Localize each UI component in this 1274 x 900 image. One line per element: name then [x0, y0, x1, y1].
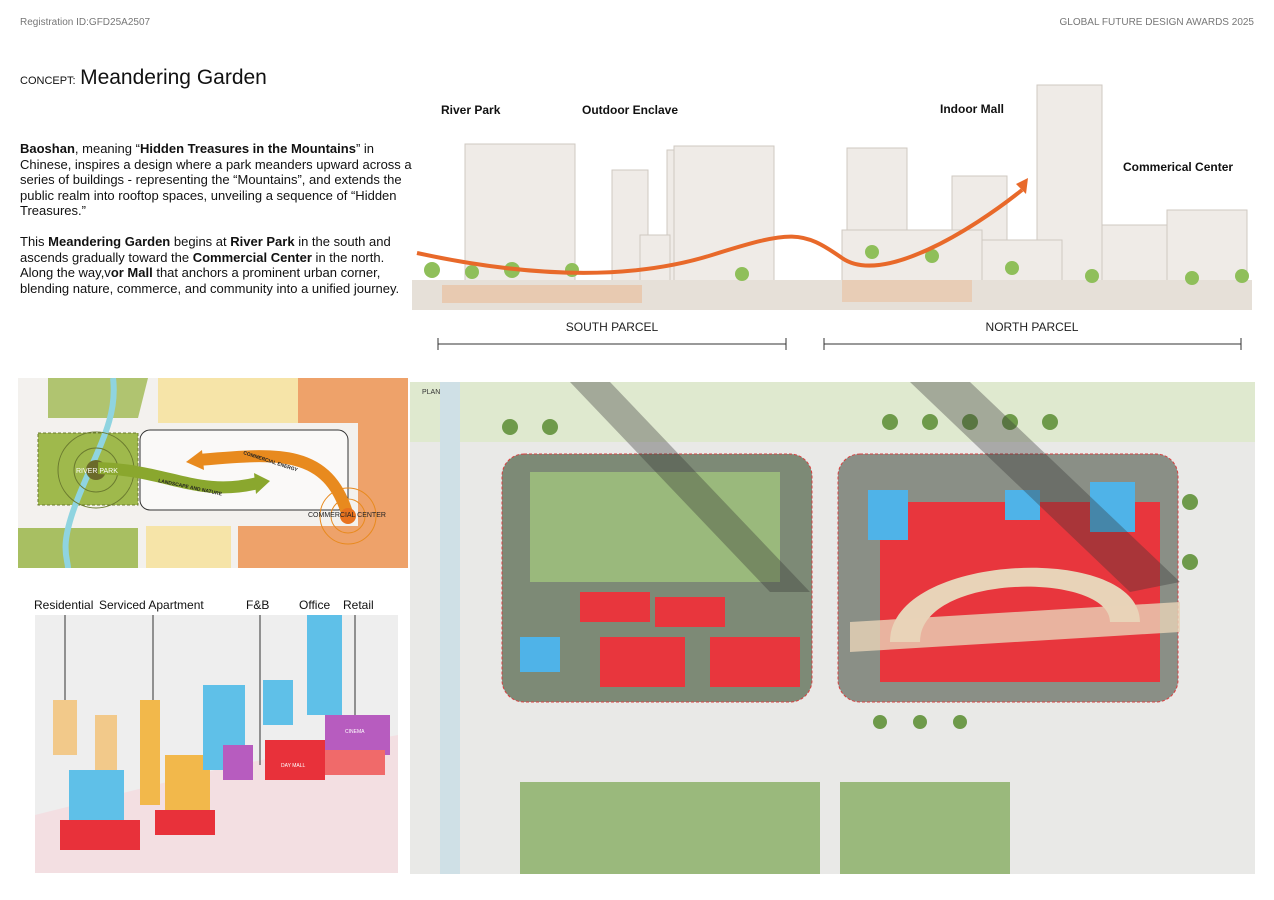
program-axonometric: DAY MALL CINEMA — [35, 615, 398, 873]
meander-arrowhead — [1016, 178, 1028, 194]
award-title: GLOBAL FUTURE DESIGN AWARDS 2025 — [1059, 17, 1255, 28]
bold-phrase: Baoshan — [20, 141, 75, 156]
bold-phrase: Meandering Garden — [48, 234, 171, 249]
program-label-fnb: F&B — [246, 598, 270, 612]
text-run: in the north. Along the way,v — [20, 249, 385, 281]
text-run: that anchors a prominent urban corner, b… — [20, 265, 400, 296]
program-label-residential: Residential — [34, 598, 94, 612]
bold-phrase: River Park — [230, 234, 295, 249]
site-plan: PLAN — [410, 382, 1255, 874]
text-run: , meaning “ — [74, 141, 140, 156]
description-paragraph-2: This Meandering Garden begins at River P… — [20, 234, 412, 296]
south-parcel-label: SOUTH PARCEL — [565, 320, 659, 334]
meander-path — [416, 188, 1024, 275]
tower — [464, 143, 576, 305]
text-run: This — [20, 234, 49, 249]
tag-cinema: CINEMA — [345, 729, 365, 735]
text-run: begins at — [170, 234, 231, 249]
plan-label: PLAN — [422, 389, 440, 396]
bold-phrase: Commercial Center — [192, 249, 312, 265]
section-elevation — [412, 84, 1252, 310]
concept-diagram: RIVER PARK COMMERCIAL CENTER LANDSCAPE A… — [18, 378, 408, 568]
label-outdoor-enclave: Outdoor Enclave — [582, 103, 679, 117]
program-label-serviced-apartment: Serviced Apartment — [99, 598, 204, 612]
concept-prefix: CONCEPT: — [20, 75, 76, 87]
concept-title: Meandering Garden — [80, 66, 267, 89]
label-commercial-center: Commerical Center — [1123, 160, 1234, 174]
bold-phrase: or Mall — [110, 265, 153, 280]
description-paragraph-1: Baoshan, meaning “Hidden Treasures in th… — [20, 141, 412, 219]
tag-day-mall: DAY MALL — [281, 763, 305, 769]
parcel-dimension-lines — [437, 338, 1242, 350]
concept-heading: CONCEPT: Meandering Garden — [20, 66, 267, 90]
bold-phrase: Hidden Treasures in the Mountains — [139, 141, 356, 156]
label-indoor-mall: Indoor Mall — [940, 102, 1004, 116]
north-parcel-label: NORTH PARCEL — [985, 320, 1079, 334]
registration-id: Registration ID:GFD25A2507 — [20, 17, 151, 28]
commercial-center-text: COMMERCIAL CENTER — [308, 512, 386, 519]
program-label-office: Office — [299, 598, 331, 612]
text-run: in the south and ascends gradually towar… — [20, 234, 391, 265]
program-label-retail: Retail — [343, 598, 374, 612]
label-river-park: River Park — [441, 103, 501, 117]
text-run: ” in Chinese, inspires a design where a … — [20, 141, 412, 218]
river-park-text: RIVER PARK — [76, 468, 118, 475]
